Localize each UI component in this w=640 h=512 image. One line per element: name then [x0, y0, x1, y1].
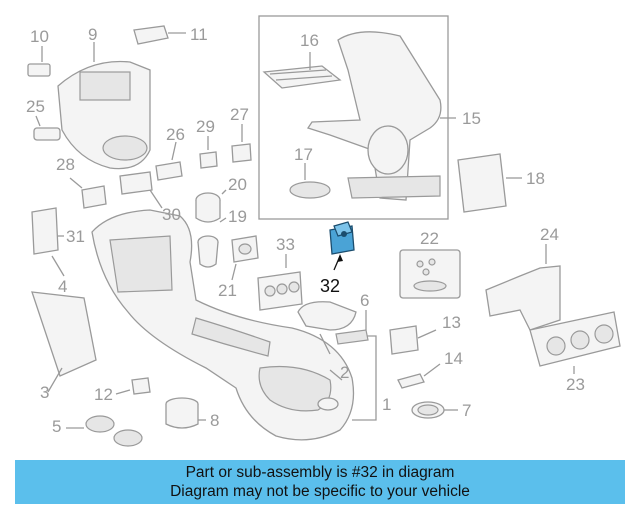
part-5-shape: [85, 415, 143, 447]
label-part-12: 12: [94, 385, 113, 404]
label-part-28: 28: [56, 155, 75, 174]
label-part-27: 27: [230, 105, 249, 124]
part-22-shape: [399, 249, 461, 299]
label-part-33: 33: [276, 235, 295, 254]
banner-line-1: Part or sub-assembly is #32 in diagram: [185, 464, 455, 481]
label-part-4: 4: [58, 277, 67, 296]
part-29-shape: [199, 151, 218, 169]
label-part-20: 20: [228, 175, 247, 194]
part-24-shape: [485, 265, 561, 331]
part-9-shape: [57, 60, 151, 170]
label-part-21: 21: [218, 281, 237, 300]
label-part-32: 32: [320, 276, 340, 296]
label-part-18: 18: [526, 169, 545, 188]
label-part-11: 11: [190, 25, 208, 44]
part-18-shape: [457, 153, 507, 213]
part-20-shape: [195, 192, 221, 223]
part-21-shape: [231, 235, 259, 263]
part-1-console-shape: [91, 209, 355, 441]
label-part-6: 6: [360, 291, 369, 310]
part-17-shape: [289, 181, 331, 199]
label-part-29: 29: [196, 117, 215, 136]
label-part-25: 25: [26, 97, 45, 116]
label-part-13: 13: [442, 313, 461, 332]
part-3-shape: [31, 291, 97, 377]
part-13-shape: [389, 325, 419, 355]
label-part-31: 31: [66, 227, 85, 246]
part-15-shape: [306, 31, 442, 201]
part-30-shape: [119, 171, 163, 209]
label-part-26: 26: [166, 125, 185, 144]
label-part-9: 9: [88, 25, 97, 44]
part-23-shape: [529, 311, 621, 367]
label-part-19: 19: [228, 207, 247, 226]
part-33-shape: [257, 271, 303, 311]
part-19-shape: [197, 235, 219, 268]
banner-line-2: Diagram may not be specific to your vehi…: [170, 483, 470, 500]
label-part-8: 8: [210, 411, 219, 430]
label-part-22: 22: [420, 229, 439, 248]
part-10-shape: [27, 63, 51, 77]
part-14-shape: [397, 373, 425, 389]
part-28-shape: [69, 177, 107, 209]
label-part-5: 5: [52, 417, 61, 436]
part-25-shape: [33, 127, 61, 141]
part-6-shape: [297, 301, 369, 345]
part-27-shape: [231, 143, 252, 163]
label-part-16: 16: [300, 31, 319, 50]
info-banner: Part or sub-assembly is #32 in diagram D…: [15, 460, 625, 504]
label-part-30: 30: [162, 205, 181, 224]
part-12-shape: [131, 377, 151, 395]
label-part-14: 14: [444, 349, 463, 368]
part-11-shape: [133, 25, 169, 45]
part-8-shape: [165, 397, 199, 429]
label-part-2: 2: [340, 363, 349, 382]
part-7-shape: [411, 401, 445, 419]
label-part-17: 17: [294, 145, 313, 164]
label-part-24: 24: [540, 225, 559, 244]
label-part-15: 15: [462, 109, 481, 128]
label-part-10: 10: [30, 27, 49, 46]
part-labels: 1 2 3 4 5 6 7 8 9 10 11 12 13 14 15 16 1…: [26, 25, 585, 436]
label-part-7: 7: [462, 401, 471, 420]
part-32-shape: [329, 221, 355, 255]
label-part-23: 23: [566, 375, 585, 394]
label-part-3: 3: [40, 383, 49, 402]
part-16-shape: [262, 65, 342, 89]
part-26-shape: [155, 161, 183, 181]
label-part-1: 1: [382, 395, 391, 414]
part-31-shape: [31, 207, 59, 255]
